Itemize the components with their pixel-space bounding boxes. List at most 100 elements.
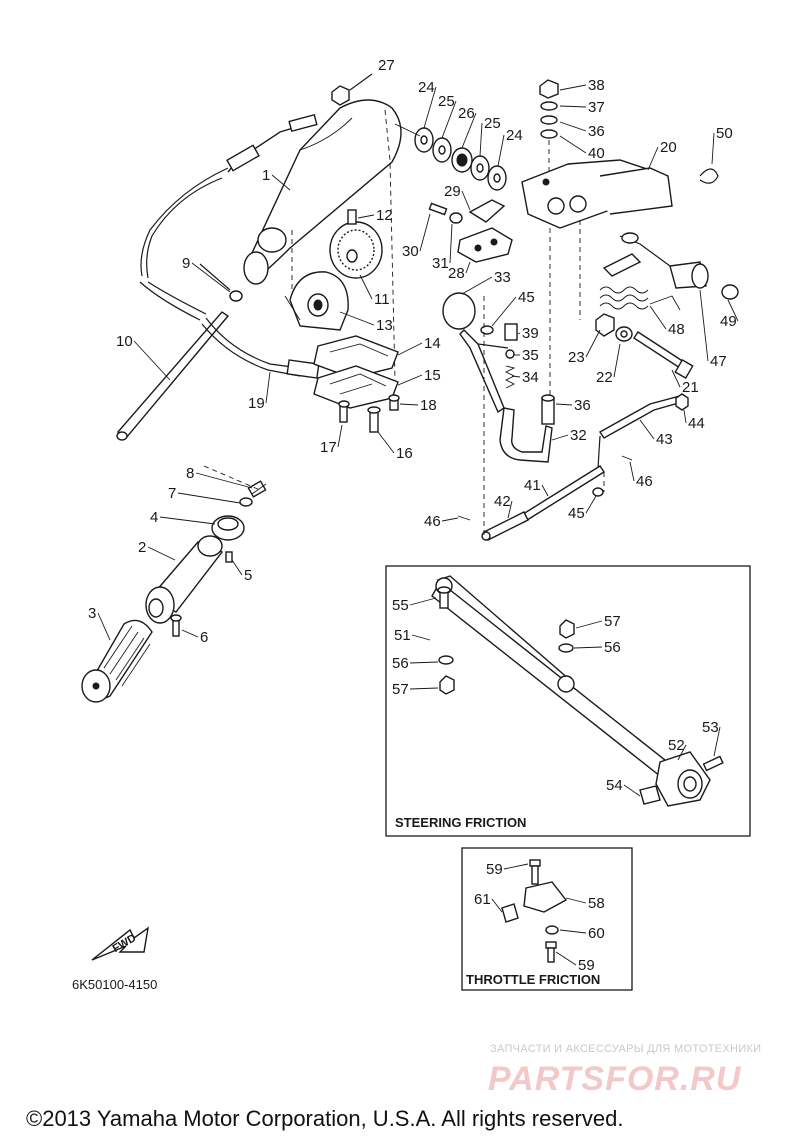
washer-56-left — [438, 655, 454, 665]
leader-c3 — [97, 612, 111, 641]
callout-c15: 15 — [424, 367, 441, 384]
washer-22 — [615, 326, 633, 342]
leader-c16 — [377, 431, 395, 454]
fwd-arrow-icon: FWD — [91, 926, 149, 961]
callout-c18: 18 — [420, 397, 437, 414]
callout-c45b: 45 — [568, 505, 585, 522]
stop-switch-47 — [619, 232, 709, 289]
callout-c31: 31 — [432, 255, 449, 272]
friction-gear-11 — [329, 221, 383, 279]
callout-c40: 40 — [588, 145, 605, 162]
callout-c25b: 25 — [484, 115, 501, 132]
leader-c41 — [541, 484, 549, 497]
leader-c20 — [647, 146, 659, 171]
leader-c12 — [357, 214, 375, 219]
screw-5 — [225, 551, 233, 563]
washer-37 — [540, 101, 558, 111]
leader-c49 — [727, 299, 739, 322]
leader-c58 — [565, 897, 587, 904]
plate-14 — [313, 335, 399, 379]
callout-c24a: 24 — [418, 79, 435, 96]
washer-7 — [239, 497, 253, 507]
leader-c9 — [191, 262, 231, 293]
bolt-16 — [367, 406, 381, 433]
leader-c59a — [503, 863, 529, 870]
callout-c41: 41 — [524, 477, 541, 494]
leader-c39 — [517, 332, 521, 335]
callout-c22: 22 — [596, 369, 613, 386]
callout-c50: 50 — [716, 125, 733, 142]
leader-c26 — [461, 112, 477, 149]
leader-c1 — [271, 174, 291, 191]
callout-c28: 28 — [448, 265, 465, 282]
leader-c50 — [711, 132, 715, 165]
leader-c57a — [409, 687, 439, 690]
callout-c30: 30 — [402, 243, 419, 260]
callout-c27: 27 — [378, 57, 395, 74]
throttle-rod-10 — [116, 311, 230, 441]
callout-c58: 58 — [588, 895, 605, 912]
leader-c18 — [399, 403, 419, 406]
callout-c44: 44 — [688, 415, 705, 432]
pin-39 — [504, 323, 518, 341]
callout-c4: 4 — [150, 509, 158, 526]
plate-15 — [313, 365, 399, 409]
callout-c19: 19 — [248, 395, 265, 412]
lanyard-48 — [599, 253, 681, 311]
clip-46-lower — [457, 515, 471, 521]
callout-c21: 21 — [682, 379, 699, 396]
callout-c42: 42 — [494, 493, 511, 510]
washer-60 — [545, 925, 559, 935]
nut-27 — [331, 73, 373, 106]
washer-36-top — [540, 115, 558, 125]
callout-c13: 13 — [376, 317, 393, 334]
leader-c47 — [699, 289, 709, 362]
callout-c1: 1 — [262, 167, 270, 184]
bolt-12 — [347, 209, 357, 225]
callout-c38: 38 — [588, 77, 605, 94]
leader-c24a — [423, 86, 437, 129]
callout-c59b: 59 — [578, 957, 595, 974]
washer-45-upper — [480, 325, 494, 335]
bolt-21 — [633, 331, 694, 380]
bolt-59-top — [529, 859, 541, 885]
steering-friction-box: STEERING FRICTION — [385, 565, 751, 837]
leader-c21 — [671, 369, 681, 388]
callout-c55: 55 — [392, 597, 409, 614]
bolt-53 — [702, 755, 724, 772]
leader-c46b — [441, 517, 459, 522]
callout-c47: 47 — [710, 353, 727, 370]
leader-c30 — [419, 213, 431, 252]
callout-c45a: 45 — [518, 289, 535, 306]
leader-c45b — [585, 495, 597, 514]
callout-c9: 9 — [182, 255, 190, 272]
callout-c33: 33 — [494, 269, 511, 286]
nut-57-right — [559, 619, 575, 639]
callout-layer: 1234567891011121314151617181920212223242… — [88, 57, 737, 974]
leader-c13 — [339, 311, 375, 326]
watermark-brand: PARTSFOR.RU — [488, 1060, 742, 1098]
leader-c8 — [195, 472, 253, 489]
leader-c11 — [359, 274, 373, 300]
callout-c26: 26 — [458, 105, 475, 122]
callout-c46b: 46 — [424, 513, 441, 530]
callout-c34: 34 — [522, 369, 539, 386]
leader-c4 — [159, 516, 216, 525]
leader-c5 — [231, 559, 243, 576]
rod-32 — [499, 407, 553, 463]
leader-c53 — [713, 726, 721, 757]
callout-c37: 37 — [588, 99, 605, 116]
nut-23 — [595, 313, 615, 337]
leader-c59b — [555, 951, 577, 966]
callout-c39: 39 — [522, 325, 539, 342]
callout-c53: 53 — [702, 719, 719, 736]
throttle-cable — [139, 113, 318, 321]
link-joint-42 — [481, 511, 529, 541]
leader-c43 — [639, 419, 655, 440]
callout-c57a: 57 — [392, 681, 409, 698]
leader-c17 — [337, 424, 343, 448]
leader-c48 — [649, 305, 667, 330]
callout-c51: 51 — [394, 627, 411, 644]
callout-c6: 6 — [200, 629, 208, 646]
leader-c57b — [575, 620, 603, 629]
